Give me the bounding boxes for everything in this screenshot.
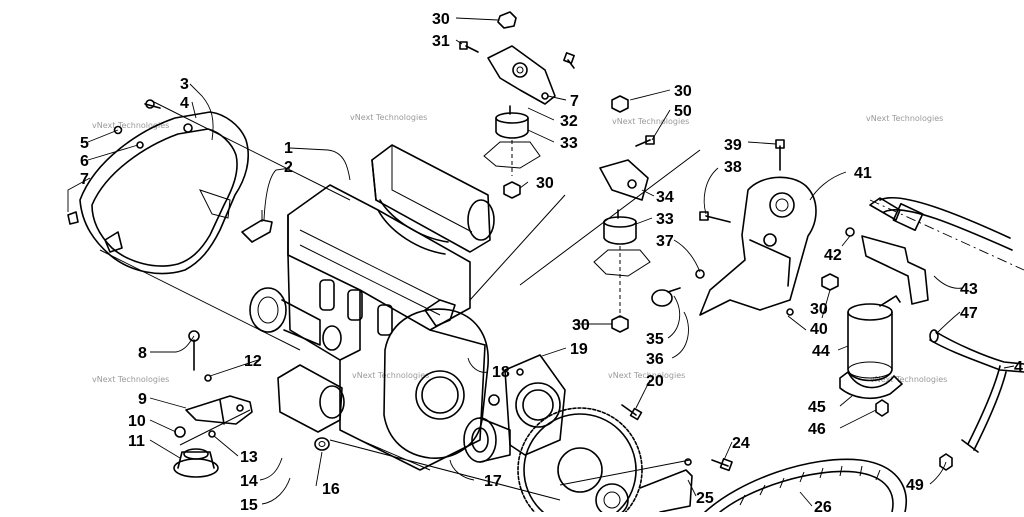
engine-block: [249, 144, 495, 471]
callout-3: 3: [180, 76, 189, 93]
callout-39: 39: [724, 137, 742, 154]
callout-7: 7: [80, 171, 89, 188]
callout-30: 30: [674, 83, 692, 100]
callout-47: 47: [960, 305, 978, 322]
bracket-24-25: [639, 458, 733, 513]
hub-17: [463, 394, 511, 463]
callout-24: 24: [732, 435, 750, 452]
callout-10: 10: [128, 413, 146, 430]
callout-36: 36: [646, 351, 664, 368]
callout-30: 30: [572, 317, 590, 334]
callout-4: 4: [180, 95, 189, 112]
callout-15: 15: [240, 497, 258, 512]
watermark-text: vNext Technologies: [870, 375, 947, 384]
callout-35: 35: [646, 331, 664, 348]
callout-2: 2: [284, 159, 293, 176]
watermark-text: vNext Technologies: [92, 121, 169, 130]
callout-50: 50: [674, 103, 692, 120]
fuel-filter-assembly: [839, 196, 1024, 471]
callout-18: 18: [492, 364, 510, 381]
callout-42: 42: [824, 247, 842, 264]
knob-35: [651, 287, 681, 307]
watermark-text: vNext Technologies: [352, 371, 429, 380]
callout-16: 16: [322, 481, 340, 498]
callout-13: 13: [240, 449, 258, 466]
callout-31: 31: [432, 33, 450, 50]
callout-41: 41: [854, 165, 872, 182]
center-lines: [99, 99, 1024, 501]
callouts: 1 2 3 4 5 6 7 7 8 9 10 11 12 13 14 15 16…: [80, 11, 1023, 516]
watermark-text: vNext Technologies: [92, 375, 169, 384]
watermark-text: vNext Technologies: [612, 117, 689, 126]
callout-43: 43: [960, 281, 978, 298]
watermark-text: vNext Technologies: [350, 113, 427, 122]
callout-30: 30: [432, 11, 450, 28]
callout-5: 5: [80, 135, 89, 152]
mount-bracket-9: [173, 330, 253, 478]
callout-33: 33: [656, 211, 674, 228]
callout-19: 19: [570, 341, 588, 358]
bolt-20: [621, 404, 643, 421]
callout-33: 33: [560, 135, 578, 152]
top-engine-mount: [459, 11, 575, 199]
drive-belt: [704, 458, 907, 513]
callout-37: 37: [656, 233, 674, 250]
watermark-text: vNext Technologies: [866, 114, 943, 123]
callout-26: 26: [814, 499, 832, 512]
callout-1: 1: [284, 140, 293, 157]
adapter-plate-19: [504, 354, 566, 456]
callout-30: 30: [536, 175, 554, 192]
callout-44: 44: [812, 343, 830, 360]
callout-17: 17: [484, 473, 502, 490]
callout-45: 45: [808, 399, 826, 416]
callout-34: 34: [656, 189, 674, 206]
bracket-41: [695, 139, 839, 316]
callout-38: 38: [724, 159, 742, 176]
callout-8: 8: [138, 345, 147, 362]
callout-25: 25: [696, 490, 714, 507]
bracket-2: [241, 210, 273, 243]
callout-30: 30: [810, 301, 828, 318]
leader-lines: [67, 17, 1015, 507]
callout-49: 49: [906, 477, 924, 494]
callout-12: 12: [244, 353, 262, 370]
callout-11: 11: [128, 433, 145, 450]
watermarks: vNext Technologies vNext Technologies vN…: [92, 113, 947, 384]
callout-48: 4: [1014, 359, 1023, 376]
callout-7: 7: [570, 93, 579, 110]
callout-9: 9: [138, 391, 147, 408]
callout-20: 20: [646, 373, 664, 390]
nut-16: [314, 437, 330, 451]
watermark-text: vNext Technologies: [608, 371, 685, 380]
callout-32: 32: [560, 113, 578, 130]
callout-40: 40: [810, 321, 828, 338]
middle-engine-mount: [593, 95, 655, 333]
callout-46: 46: [808, 421, 826, 438]
callout-6: 6: [80, 153, 89, 170]
flywheel-ring-gear: [517, 407, 643, 517]
callout-14: 14: [240, 473, 258, 490]
